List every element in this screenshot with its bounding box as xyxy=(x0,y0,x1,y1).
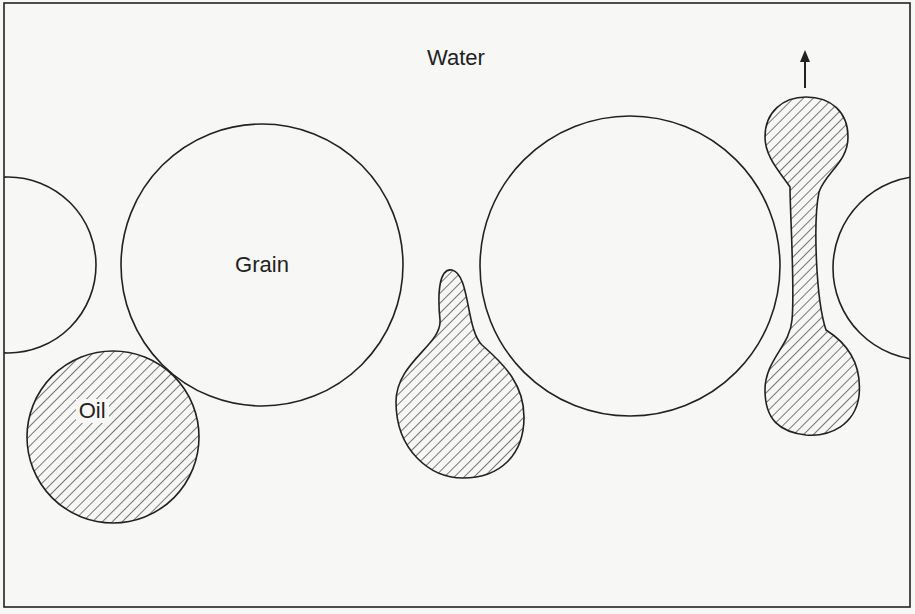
oil-outline xyxy=(26,350,200,524)
grain-label: Grain xyxy=(235,254,289,276)
grain-partial xyxy=(833,176,910,360)
grain-circle: Grain xyxy=(120,123,404,407)
oil-label: Oil xyxy=(76,399,109,423)
frame xyxy=(4,3,910,607)
oil-droplet: Oil xyxy=(26,350,200,524)
flow-arrowhead xyxy=(800,50,810,62)
grain xyxy=(480,116,780,416)
grain-partial xyxy=(4,177,96,353)
oil-droplet xyxy=(765,97,859,435)
region-label: Water xyxy=(427,47,485,69)
flow-arrow xyxy=(804,58,806,88)
oil-droplet xyxy=(396,270,524,478)
